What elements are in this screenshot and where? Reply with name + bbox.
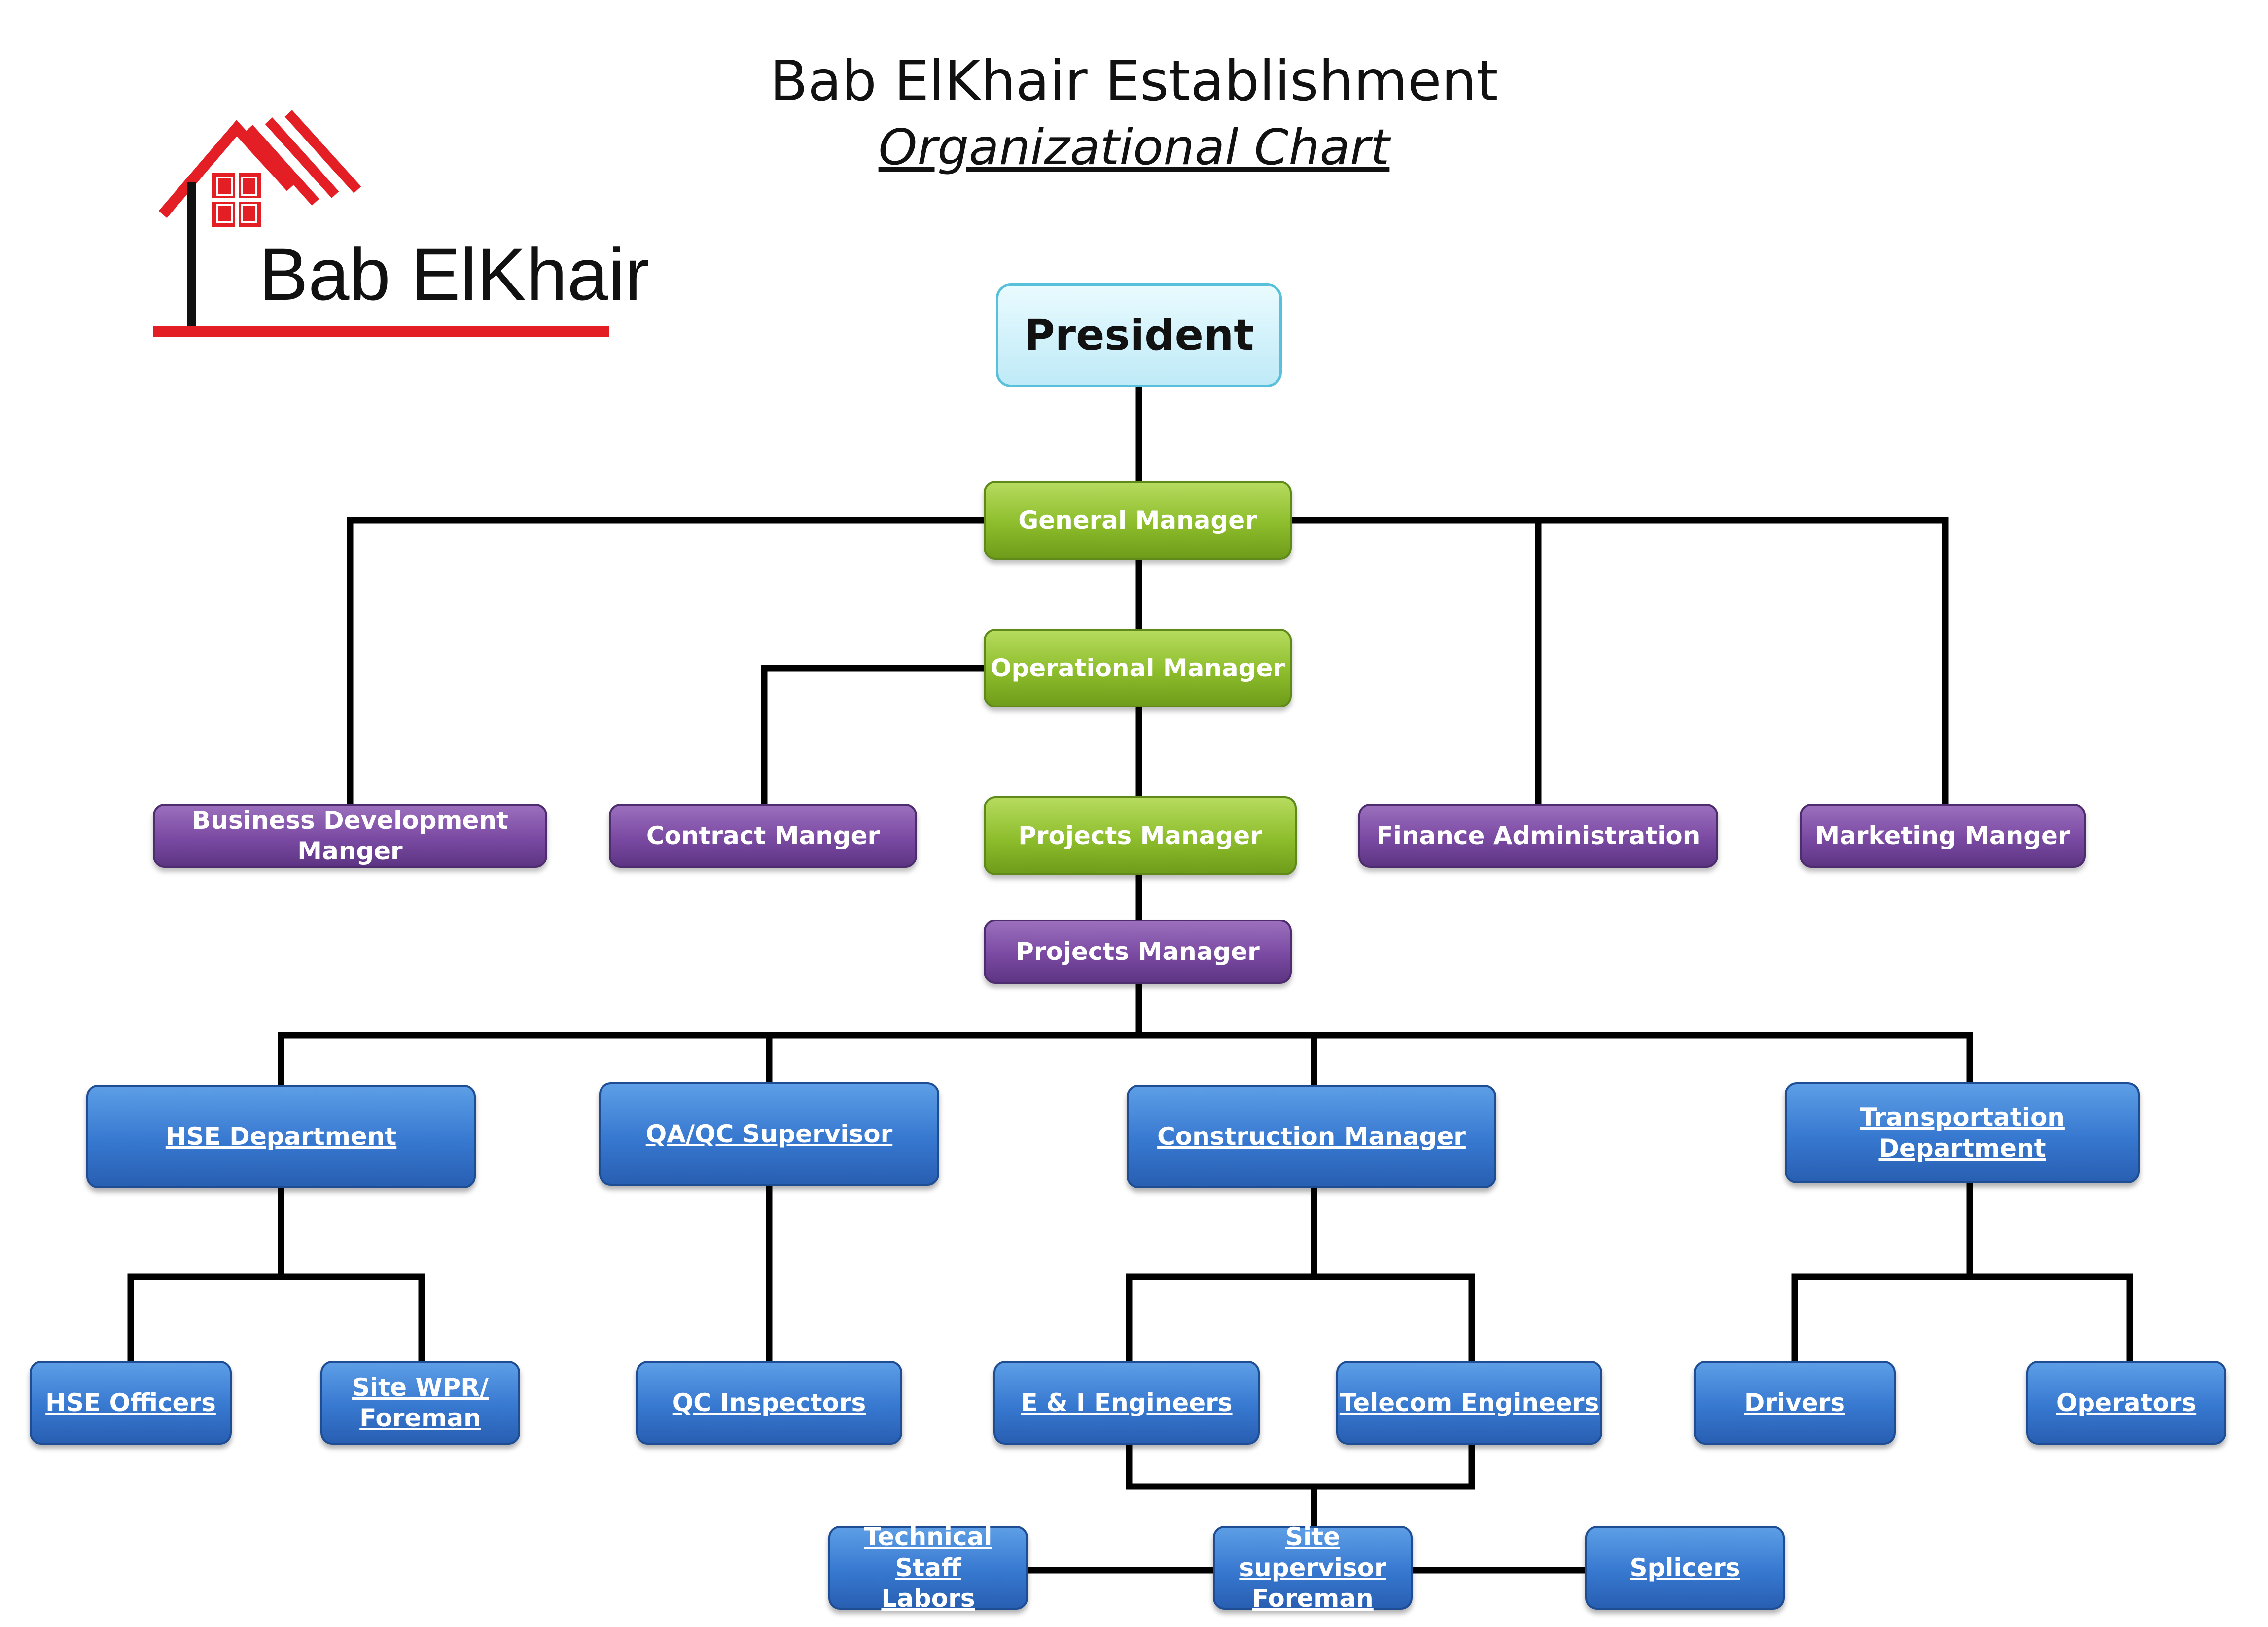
general-manager-box: General Manager	[984, 481, 1292, 560]
site-supervisor-foreman-box: Site supervisor Foreman	[1213, 1522, 1413, 1613]
contract-manager-box: Contract Manger	[609, 804, 917, 868]
projects-manager-purple-box: Projects Manager	[984, 920, 1292, 984]
operators-box: Operators	[2026, 1361, 2226, 1445]
qa-qc-supervisor-box: QA/QC Supervisor	[599, 1082, 939, 1186]
telecom-engineers-box: Telecom Engineers	[1336, 1361, 1602, 1445]
house-roof-logo-icon	[153, 110, 609, 337]
page-title: Bab ElKhair Establishment	[770, 49, 1498, 113]
hse-department-box: HSE Department	[86, 1085, 476, 1188]
logo-text: Bab ElKhair	[259, 233, 650, 316]
projects-manager-green-box: Projects Manager	[984, 796, 1297, 875]
marketing-manager-box: Marketing Manger	[1800, 804, 2086, 868]
site-wpr-foreman-box: Site WPR/ Foreman	[320, 1361, 520, 1445]
page-subtitle: Organizational Chart	[878, 118, 1390, 176]
president-box: President	[996, 283, 1282, 387]
business-development-manager-box: Business Development Manger	[153, 804, 547, 868]
technical-staff-labors-box: Technical Staff Labors	[828, 1522, 1028, 1613]
transportation-department-box: Transportation Department	[1785, 1082, 2140, 1183]
splicers-box: Splicers	[1585, 1526, 1785, 1610]
hse-officers-box: HSE Officers	[30, 1361, 232, 1445]
drivers-box: Drivers	[1694, 1361, 1896, 1445]
e-and-i-engineers-box: E & I Engineers	[993, 1361, 1260, 1445]
finance-administration-box: Finance Administration	[1358, 804, 1718, 868]
construction-manager-box: Construction Manager	[1127, 1085, 1496, 1188]
company-logo: Bab ElKhair	[148, 108, 649, 345]
operational-manager-box: Operational Manager	[984, 629, 1292, 707]
qc-inspectors-box: QC Inspectors	[636, 1361, 902, 1445]
